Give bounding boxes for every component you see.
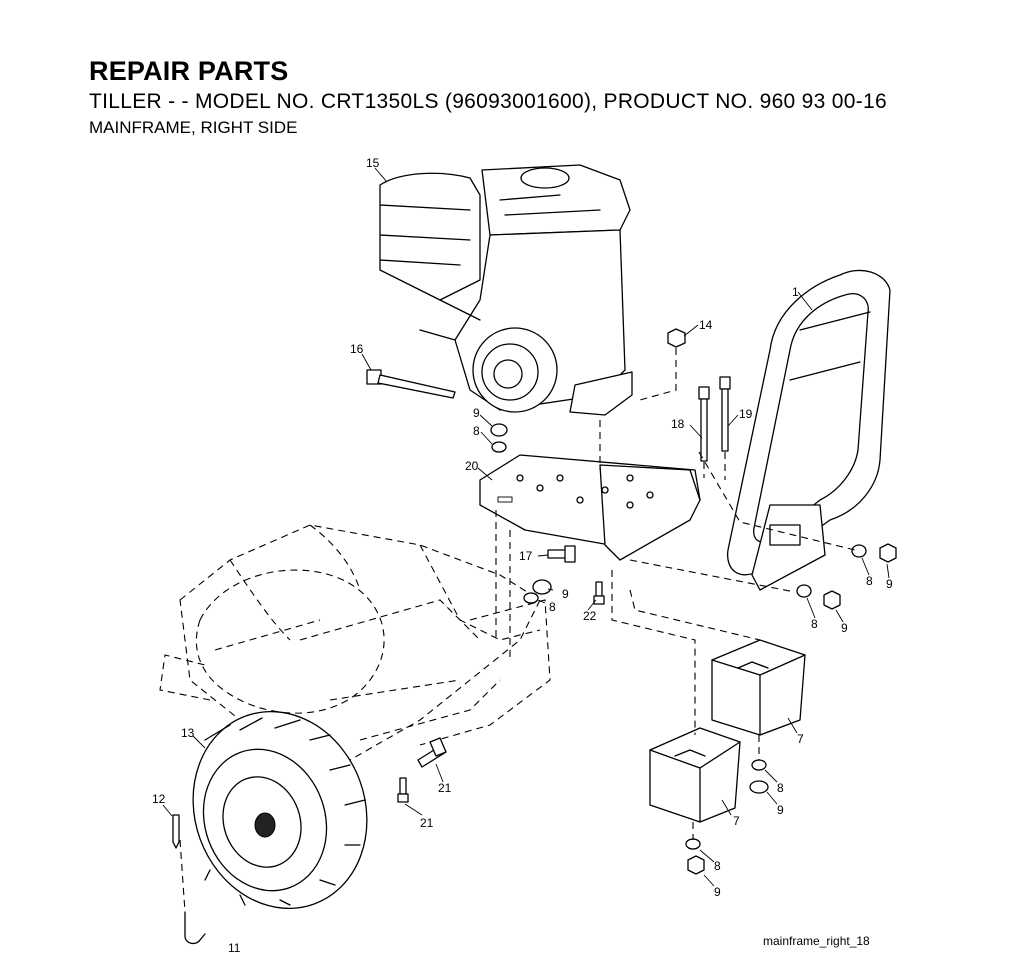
callout-9: 9	[473, 406, 480, 420]
callout-22: 22	[583, 609, 597, 623]
callout-19: 19	[739, 407, 753, 421]
hex-nut	[823, 590, 841, 610]
model-subtitle: TILLER - - MODEL NO. CRT1350LS (96093001…	[89, 90, 887, 113]
image-filename: mainframe_right_18	[763, 934, 870, 948]
hex-bolt-22	[593, 581, 605, 605]
callout-8: 8	[714, 859, 721, 873]
wheel	[192, 710, 368, 910]
carriage-bolt-18	[698, 386, 710, 462]
callout-11: 11	[228, 941, 241, 955]
tine-assembly-phantom	[159, 524, 551, 761]
callout-9: 9	[562, 587, 569, 601]
lock-washer	[851, 544, 867, 558]
hex-nut	[749, 780, 769, 794]
callout-17: 17	[519, 549, 533, 563]
page-title: REPAIR PARTS	[89, 56, 289, 86]
callout-16: 16	[350, 342, 364, 356]
callout-9: 9	[841, 621, 848, 635]
callout-leaders	[162, 167, 890, 887]
callout-9: 9	[886, 577, 893, 591]
callout-15: 15	[366, 156, 380, 170]
callout-14: 14	[699, 318, 713, 332]
callout-7: 7	[797, 732, 804, 746]
callout-12: 12	[152, 792, 166, 806]
hex-nut	[490, 423, 508, 437]
counterweight-lower	[649, 727, 741, 823]
callout-18: 18	[671, 417, 685, 431]
callout-20: 20	[465, 459, 479, 473]
hex-bolt-21	[417, 737, 447, 768]
assembly-leaders	[179, 348, 856, 913]
callout-8: 8	[866, 574, 873, 588]
hex-nut	[687, 855, 705, 875]
handle-bracket	[727, 269, 891, 591]
lock-washer	[685, 838, 701, 850]
callout-21: 21	[438, 781, 452, 795]
callout-21: 21	[420, 816, 434, 830]
hex-bolt-21-lower	[397, 777, 409, 803]
section-title: MAINFRAME, RIGHT SIDE	[89, 118, 298, 137]
callout-8: 8	[777, 781, 784, 795]
hex-bolt-17	[547, 545, 576, 563]
hitch-pin	[172, 814, 180, 849]
callout-labels: 15 1 14 16 9 8 20 18 19 17 9 8 22 8 9 8 …	[152, 156, 893, 955]
lock-washer	[796, 584, 812, 598]
callout-7: 7	[733, 814, 740, 828]
callout-8: 8	[549, 600, 556, 614]
counterweight-upper	[711, 639, 806, 736]
callout-1: 1	[792, 285, 799, 299]
hex-nut-14	[667, 328, 686, 348]
callout-13: 13	[181, 726, 195, 740]
callout-9: 9	[714, 885, 721, 899]
hex-nut	[879, 543, 897, 563]
lock-washer	[491, 441, 507, 453]
callout-8: 8	[811, 617, 818, 631]
carriage-bolt-19	[719, 376, 731, 452]
mounting-plate	[479, 454, 701, 561]
lock-washer	[751, 759, 767, 771]
callout-8: 8	[473, 424, 480, 438]
engine	[379, 164, 633, 416]
clevis-pin	[184, 911, 206, 945]
cable-tie	[366, 369, 456, 399]
hex-nut	[532, 579, 552, 595]
lock-washer	[523, 592, 539, 604]
callout-9: 9	[777, 803, 784, 817]
